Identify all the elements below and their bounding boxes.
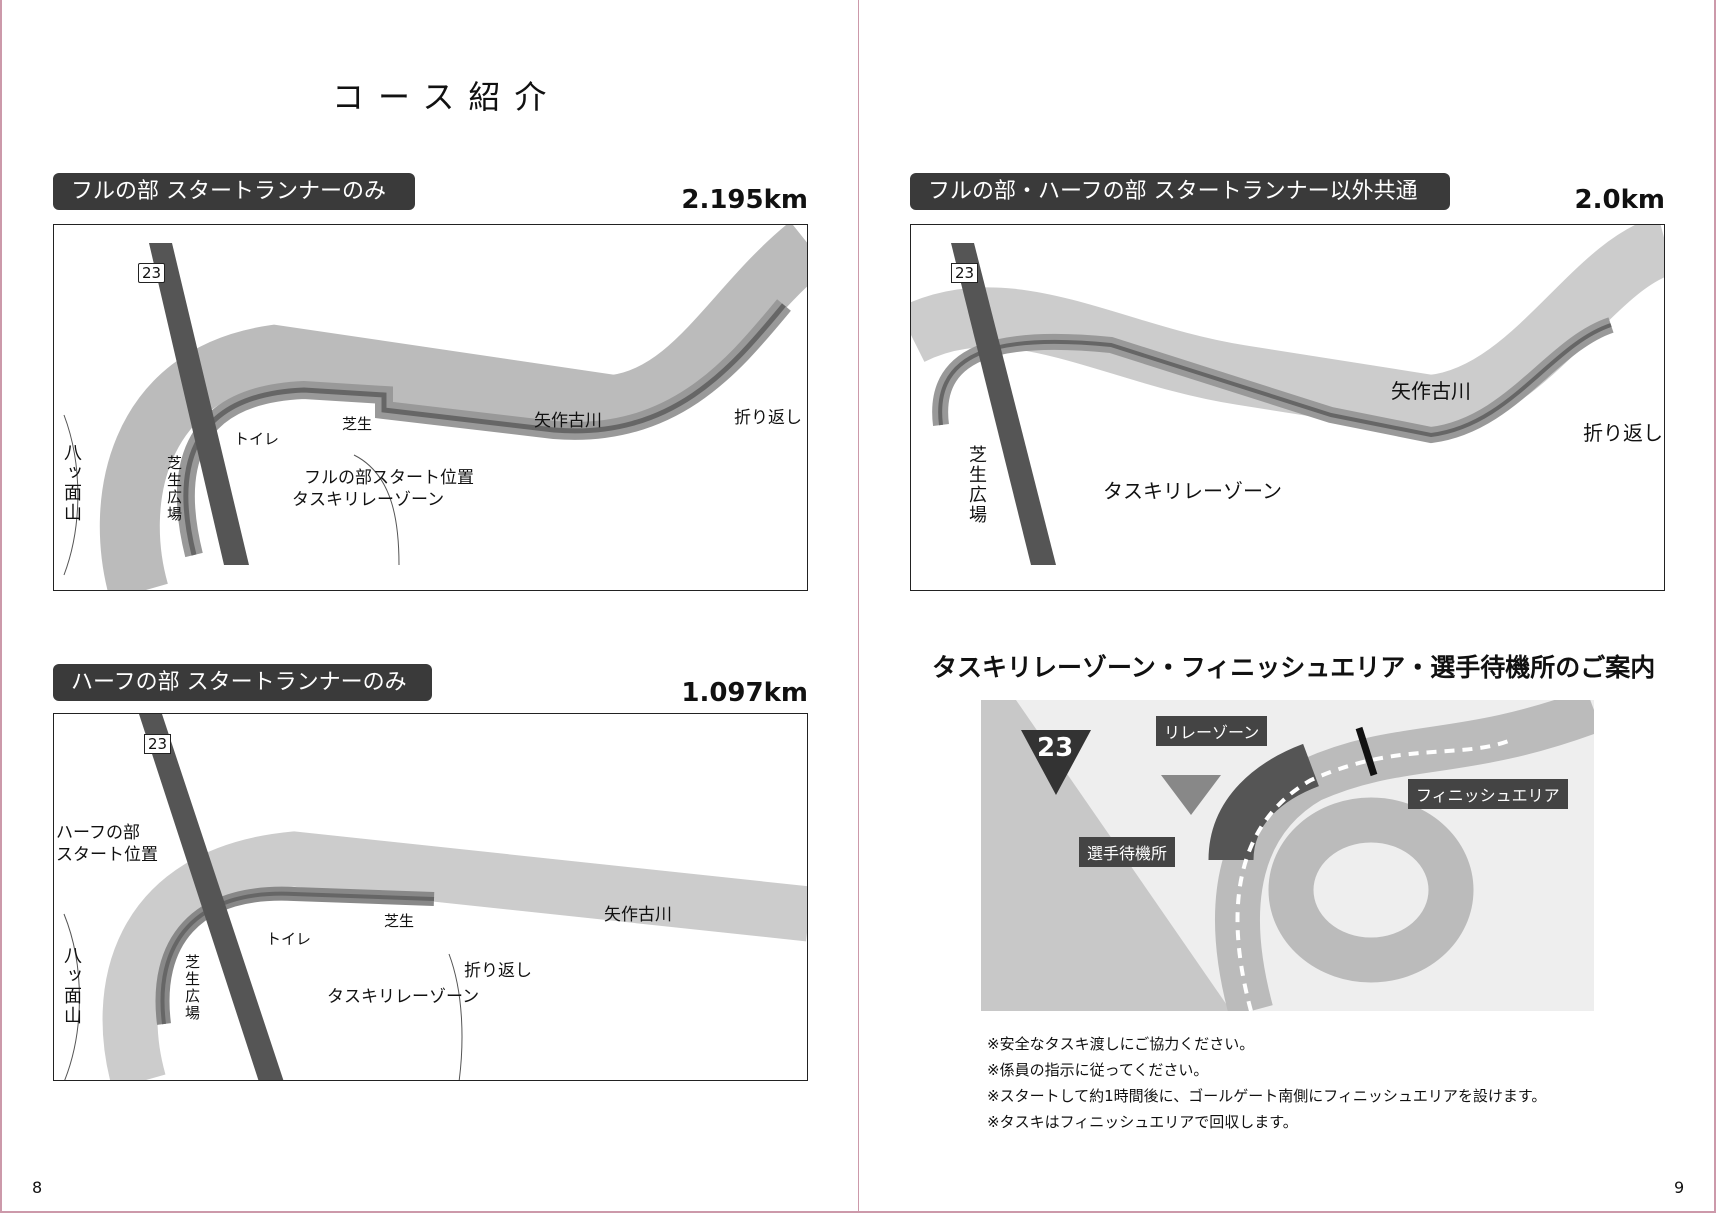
- page-title: コース紹介: [332, 78, 561, 116]
- plaza-label: 芝生広場: [183, 954, 201, 1022]
- half-start-label-line1: ハーフの部: [56, 823, 140, 843]
- course-half-label: ハーフの部 スタートランナーのみ: [53, 664, 432, 701]
- map-graphic: [63, 225, 807, 590]
- river-label: 矢作古川: [1391, 379, 1471, 403]
- guide-heading: タスキリレーゾーン・フィニッシュエリア・選手待機所のご案内: [932, 653, 1656, 682]
- mountain-label: 八ッ面山: [61, 443, 82, 523]
- waiting-area-tag: 選手待機所: [1079, 837, 1176, 867]
- plaza-label: 芝生広場: [966, 445, 987, 525]
- plaza-label: 芝生広場: [165, 455, 183, 523]
- start-position-label: フルの部スタート位置: [304, 468, 474, 488]
- page-number-right: 9: [1674, 1178, 1685, 1197]
- route-23-shield: 23: [138, 263, 166, 283]
- relay-zone-tag: リレーゾーン: [1156, 716, 1268, 746]
- page-divider: [858, 0, 859, 1213]
- turnaround-label: 折り返し: [734, 408, 802, 428]
- note-3: ※スタートして約1時間後に、ゴールゲート南側にフィニッシュエリアを設けます。: [987, 1087, 1547, 1105]
- note-4: ※タスキはフィニッシュエリアで回収します。: [987, 1113, 1298, 1131]
- course-half-distance: 1.097km: [681, 678, 808, 708]
- turnaround-label: 折り返し: [1583, 421, 1663, 445]
- river-label: 矢作古川: [534, 411, 602, 431]
- relay-zone-map: 23 リレーゾーン フィニッシュエリア 選手待機所: [981, 700, 1594, 1011]
- route-23-shield: 23: [144, 734, 172, 754]
- mountain-label: 八ッ面山: [61, 946, 82, 1026]
- relay-zone-label: タスキリレーゾーン: [292, 490, 445, 510]
- course-full-label: フルの部 スタートランナーのみ: [53, 173, 415, 210]
- route-23-shield-icon: [1021, 730, 1091, 795]
- page-number-left: 8: [32, 1178, 43, 1197]
- route-23-shield: 23: [951, 263, 979, 283]
- toilet-label: トイレ: [234, 430, 280, 448]
- course-full-map: 23 八ッ面山 芝生広場 トイレ 芝生 矢作古川 折り返し フルの部スタート位置…: [53, 224, 808, 591]
- lawn-label: 芝生: [342, 415, 373, 433]
- course-common-distance: 2.0km: [1574, 185, 1665, 215]
- map-graphic: [911, 225, 1664, 565]
- turnaround-label: 折り返し: [464, 961, 532, 981]
- course-common-map: 23 芝生広場 矢作古川 折り返し タスキリレーゾーン: [910, 224, 1665, 591]
- relay-zone-label: タスキリレーゾーン: [327, 987, 480, 1007]
- toilet-label: トイレ: [266, 930, 312, 948]
- half-start-label-line2: スタート位置: [56, 845, 158, 865]
- route-23-number: 23: [1037, 733, 1074, 763]
- course-half-map: 23 ハーフの部 スタート位置 八ッ面山 芝生広場 トイレ 芝生 矢作古川 折り…: [53, 713, 808, 1081]
- map-graphic: [63, 714, 807, 1080]
- lawn-label: 芝生: [384, 912, 415, 930]
- note-1: ※安全なタスキ渡しにご協力ください。: [987, 1035, 1255, 1053]
- relay-zone-label: タスキリレーゾーン: [1103, 479, 1282, 503]
- finish-area-tag: フィニッシュエリア: [1408, 779, 1568, 809]
- river-label: 矢作古川: [604, 905, 672, 925]
- note-2: ※係員の指示に従ってください。: [987, 1061, 1209, 1079]
- course-common-label: フルの部・ハーフの部 スタートランナー以外共通: [910, 173, 1450, 210]
- course-full-distance: 2.195km: [681, 185, 808, 215]
